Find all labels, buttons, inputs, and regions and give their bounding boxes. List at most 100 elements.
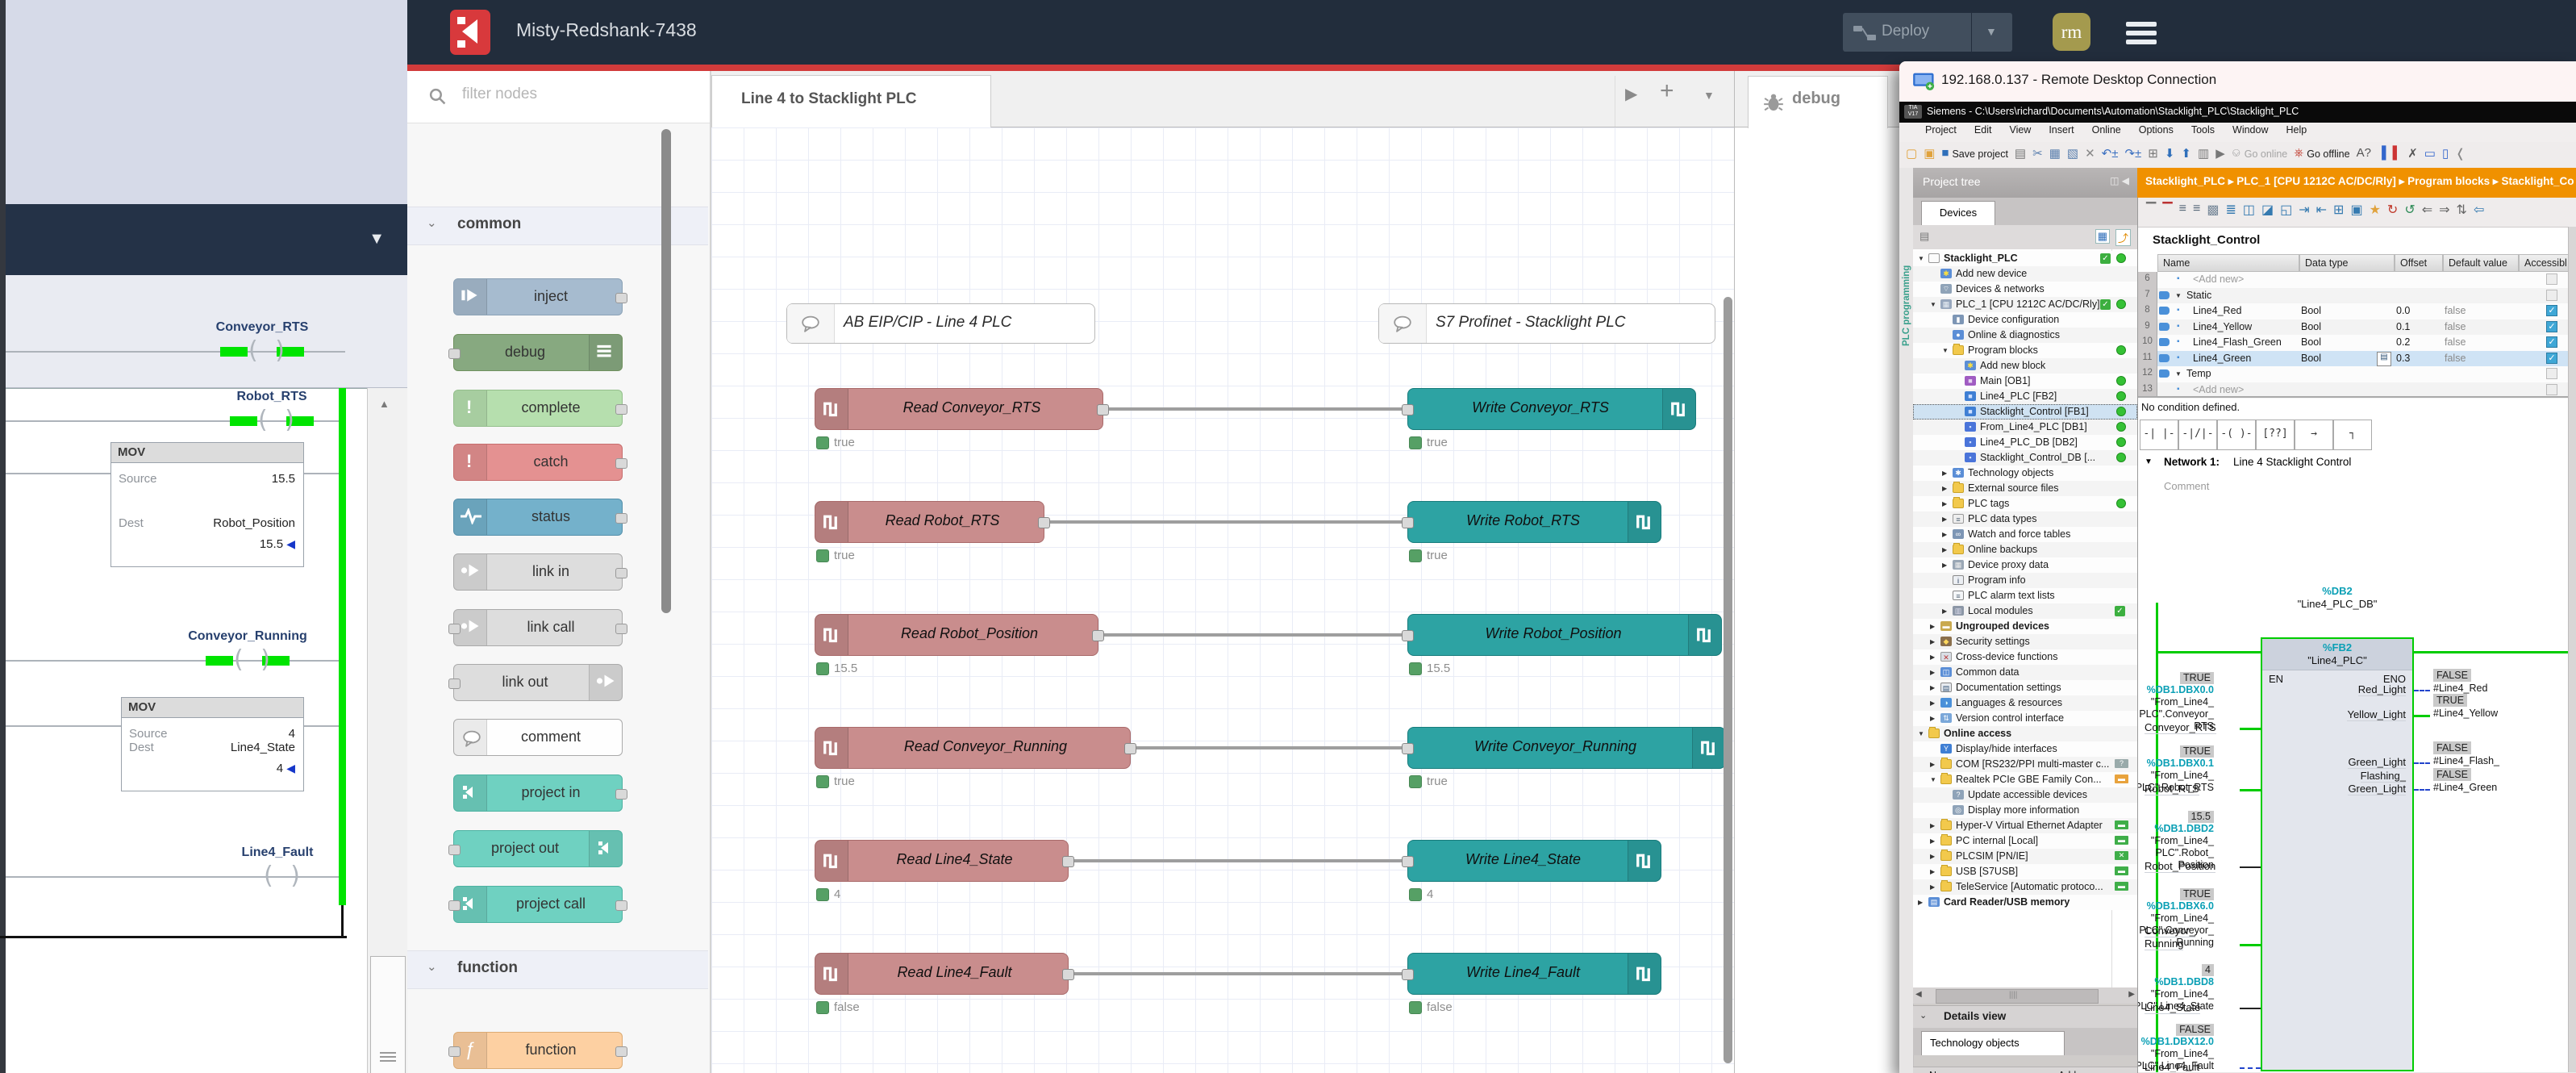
avatar[interactable]: rm	[2053, 13, 2090, 51]
editor-toolbar-icon[interactable]: ⇅	[2457, 202, 2467, 218]
rdp-titlebar[interactable]: 192.168.0.137 - Remote Desktop Connectio…	[1899, 61, 2576, 102]
column-header[interactable]: Data type	[2299, 254, 2395, 272]
table-view-icon[interactable]: ▦	[2095, 229, 2110, 244]
ladder-editor[interactable]: Conveyor_RTS ( )Robot_RTS ( ) MOV Source…	[6, 388, 367, 1073]
output-port[interactable]	[1124, 743, 1136, 754]
palette-node-project-call[interactable]: project call	[453, 886, 623, 923]
output-port[interactable]	[1062, 969, 1074, 980]
chevron-down-icon[interactable]: ▼	[1703, 89, 1715, 102]
tree-item[interactable]: ▼Program blocks	[1913, 343, 2137, 358]
lad-instruction-button[interactable]: [??]	[2256, 420, 2295, 450]
write-node[interactable]: Write Robot_RTS	[1407, 501, 1661, 543]
tab-technology-objects[interactable]: Technology objects	[1921, 1031, 2065, 1055]
refresh-icon[interactable]: ⤴	[2115, 229, 2131, 246]
palette-node-project-in[interactable]: project in	[453, 774, 623, 812]
menu-online[interactable]: Online	[2092, 124, 2121, 136]
editor-toolbar-icon[interactable]: ▔	[2162, 202, 2172, 218]
toolbar-icon[interactable]: ⎈	[2294, 146, 2303, 160]
flow-canvas[interactable]: AB EIP/CIP - Line 4 PLC S7 Profinet - St…	[711, 127, 1734, 1073]
network-header[interactable]: ▼ Network 1: Line 4 Stacklight Control	[2138, 454, 2576, 474]
write-node[interactable]: Write Line4_State	[1407, 840, 1661, 882]
table-row[interactable]: ▪Line4_GreenBool▤0.3false✓	[2157, 351, 2576, 367]
fb-call-block[interactable]: %FB2 "Line4_PLC" EN ENO	[2261, 637, 2414, 1071]
toolbar-icon[interactable]: ▯	[2442, 146, 2449, 161]
write-node[interactable]: Write Robot_Position	[1407, 614, 1722, 656]
tree-item[interactable]: ▶✕Cross-device functions	[1913, 649, 2137, 665]
node-port[interactable]	[615, 624, 627, 634]
coil-symbol[interactable]: ( )	[258, 411, 299, 430]
tree-item[interactable]: ▼Stacklight_PLC✓	[1913, 251, 2137, 266]
breadcrumb[interactable]: Stacklight_PLC ▸ PLC_1 [CPU 1212C AC/DC/…	[2137, 168, 2576, 198]
toolbar-icon[interactable]: ⬇	[2165, 146, 2175, 161]
palette-node-complete[interactable]: ! complete	[453, 390, 623, 427]
menu-window[interactable]: Window	[2232, 124, 2268, 136]
tree-item[interactable]: ▶⇅Version control interface	[1913, 711, 2137, 726]
go-online-button[interactable]: Go online	[2245, 148, 2288, 160]
tree-item[interactable]: ▪Line4_PLC_DB [DB2]	[1913, 435, 2137, 450]
table-row[interactable]: ▪<Add new>	[2157, 272, 2576, 288]
mov-instruction[interactable]: MOV Source4 DestLine4_State 4 ◀	[121, 697, 304, 791]
menu-help[interactable]: Help	[2286, 124, 2307, 136]
toolbar-icon[interactable]: ▧	[2067, 146, 2078, 161]
read-node[interactable]: Read Line4_Fault	[815, 953, 1069, 995]
output-operand[interactable]: FALSE#Line4_Green	[2433, 768, 2554, 794]
table-row[interactable]: ▼Temp	[2157, 366, 2576, 382]
accessible-checkbox[interactable]: ✓	[2546, 353, 2557, 364]
tree-item[interactable]: ▶COM [RS232/PPI multi-master c...?	[1913, 757, 2137, 772]
debug-tab[interactable]: debug	[1748, 76, 1888, 128]
tree-item[interactable]: ▶▬Ungrouped devices	[1913, 619, 2137, 634]
editor-toolbar-icon[interactable]: ↺	[2404, 202, 2415, 218]
coil-symbol[interactable]: ( )	[248, 341, 290, 361]
tree-item[interactable]: ●Online & diagnostics	[1913, 328, 2137, 343]
plus-icon[interactable]: +	[1660, 77, 1674, 105]
toolbar-icon[interactable]: ▌	[2393, 146, 2402, 160]
tree-item[interactable]: ▶External source files	[1913, 481, 2137, 496]
tree-icon[interactable]: ▤	[1919, 230, 1929, 243]
details-view-header[interactable]: ⌄ Details view	[1913, 1005, 2137, 1029]
palette-node-function[interactable]: ƒ function	[453, 1032, 623, 1069]
toolbar-icon[interactable]: ↷±	[2124, 146, 2141, 161]
scrollbar-thumb[interactable]: ||||	[1936, 989, 2099, 1004]
accessible-checkbox[interactable]	[2546, 368, 2557, 379]
node-port[interactable]	[615, 293, 627, 303]
lad-instruction-button[interactable]: -|/|-	[2178, 420, 2217, 450]
editor-toolbar-icon[interactable]: ↻	[2387, 202, 2398, 218]
ladder-scrollbar[interactable]: ▲	[367, 388, 408, 1073]
tree-item[interactable]: ■Stacklight_Control [FB1]	[1913, 404, 2137, 420]
accessible-checkbox[interactable]: ✓	[2546, 305, 2557, 316]
lad-instruction-button[interactable]: ┐	[2333, 420, 2372, 450]
node-port[interactable]	[615, 513, 627, 524]
tree-item[interactable]: ▶Hyper-V Virtual Ethernet Adapter▬	[1913, 818, 2137, 833]
go-offline-button[interactable]: Go offline	[2307, 148, 2349, 160]
node-port[interactable]	[615, 404, 627, 415]
output-port[interactable]	[1038, 517, 1050, 528]
tree-item[interactable]: ▶◆Security settings	[1913, 634, 2137, 649]
input-port[interactable]	[1402, 404, 1414, 415]
node-port[interactable]	[448, 349, 461, 359]
toolbar-icon[interactable]: ⎉	[2232, 146, 2241, 160]
editor-toolbar-icon[interactable]: ▔	[2146, 202, 2156, 218]
accessible-checkbox[interactable]	[2546, 290, 2557, 301]
toolbar-icon[interactable]: ▥	[2198, 146, 2209, 161]
tree-item[interactable]: ▶PLCSIM [PN/IE]✕	[1913, 849, 2137, 864]
tree-item[interactable]: ✱Add new device	[1913, 266, 2137, 282]
tree-item[interactable]: ▶✱Technology objects	[1913, 466, 2137, 481]
column-header[interactable]: Name	[2157, 254, 2299, 272]
save-project-label[interactable]: Save project	[1952, 148, 2007, 160]
palette-node-link-out[interactable]: link out	[453, 664, 623, 701]
tia-titlebar[interactable]: TIAV17 Siemens - C:\Users\richard\Docume…	[1899, 102, 2576, 123]
node-port[interactable]	[615, 789, 627, 800]
node-port[interactable]	[448, 845, 461, 855]
tree-item[interactable]: ■Main [OB1]	[1913, 374, 2137, 389]
tree-item[interactable]: ▶◑Languages & resources	[1913, 695, 2137, 711]
menu-project[interactable]: Project	[1925, 124, 1957, 136]
node-port[interactable]	[448, 900, 461, 911]
tree-item[interactable]: ✱Add new block	[1913, 358, 2137, 374]
tree-item[interactable]: ▶∞Watch and force tables	[1913, 527, 2137, 542]
node-port[interactable]	[615, 900, 627, 911]
mov-instruction[interactable]: MOV Source15.5 DestRobot_Position 15.5 ◀	[110, 442, 304, 567]
table-row[interactable]: ▪Line4_YellowBool0.1false✓	[2157, 319, 2576, 336]
lad-instruction-button[interactable]: -| |-	[2140, 420, 2178, 450]
coil-symbol[interactable]: ( )	[234, 650, 275, 670]
tree-item[interactable]: ▪Stacklight_Control_DB [...	[1913, 450, 2137, 466]
